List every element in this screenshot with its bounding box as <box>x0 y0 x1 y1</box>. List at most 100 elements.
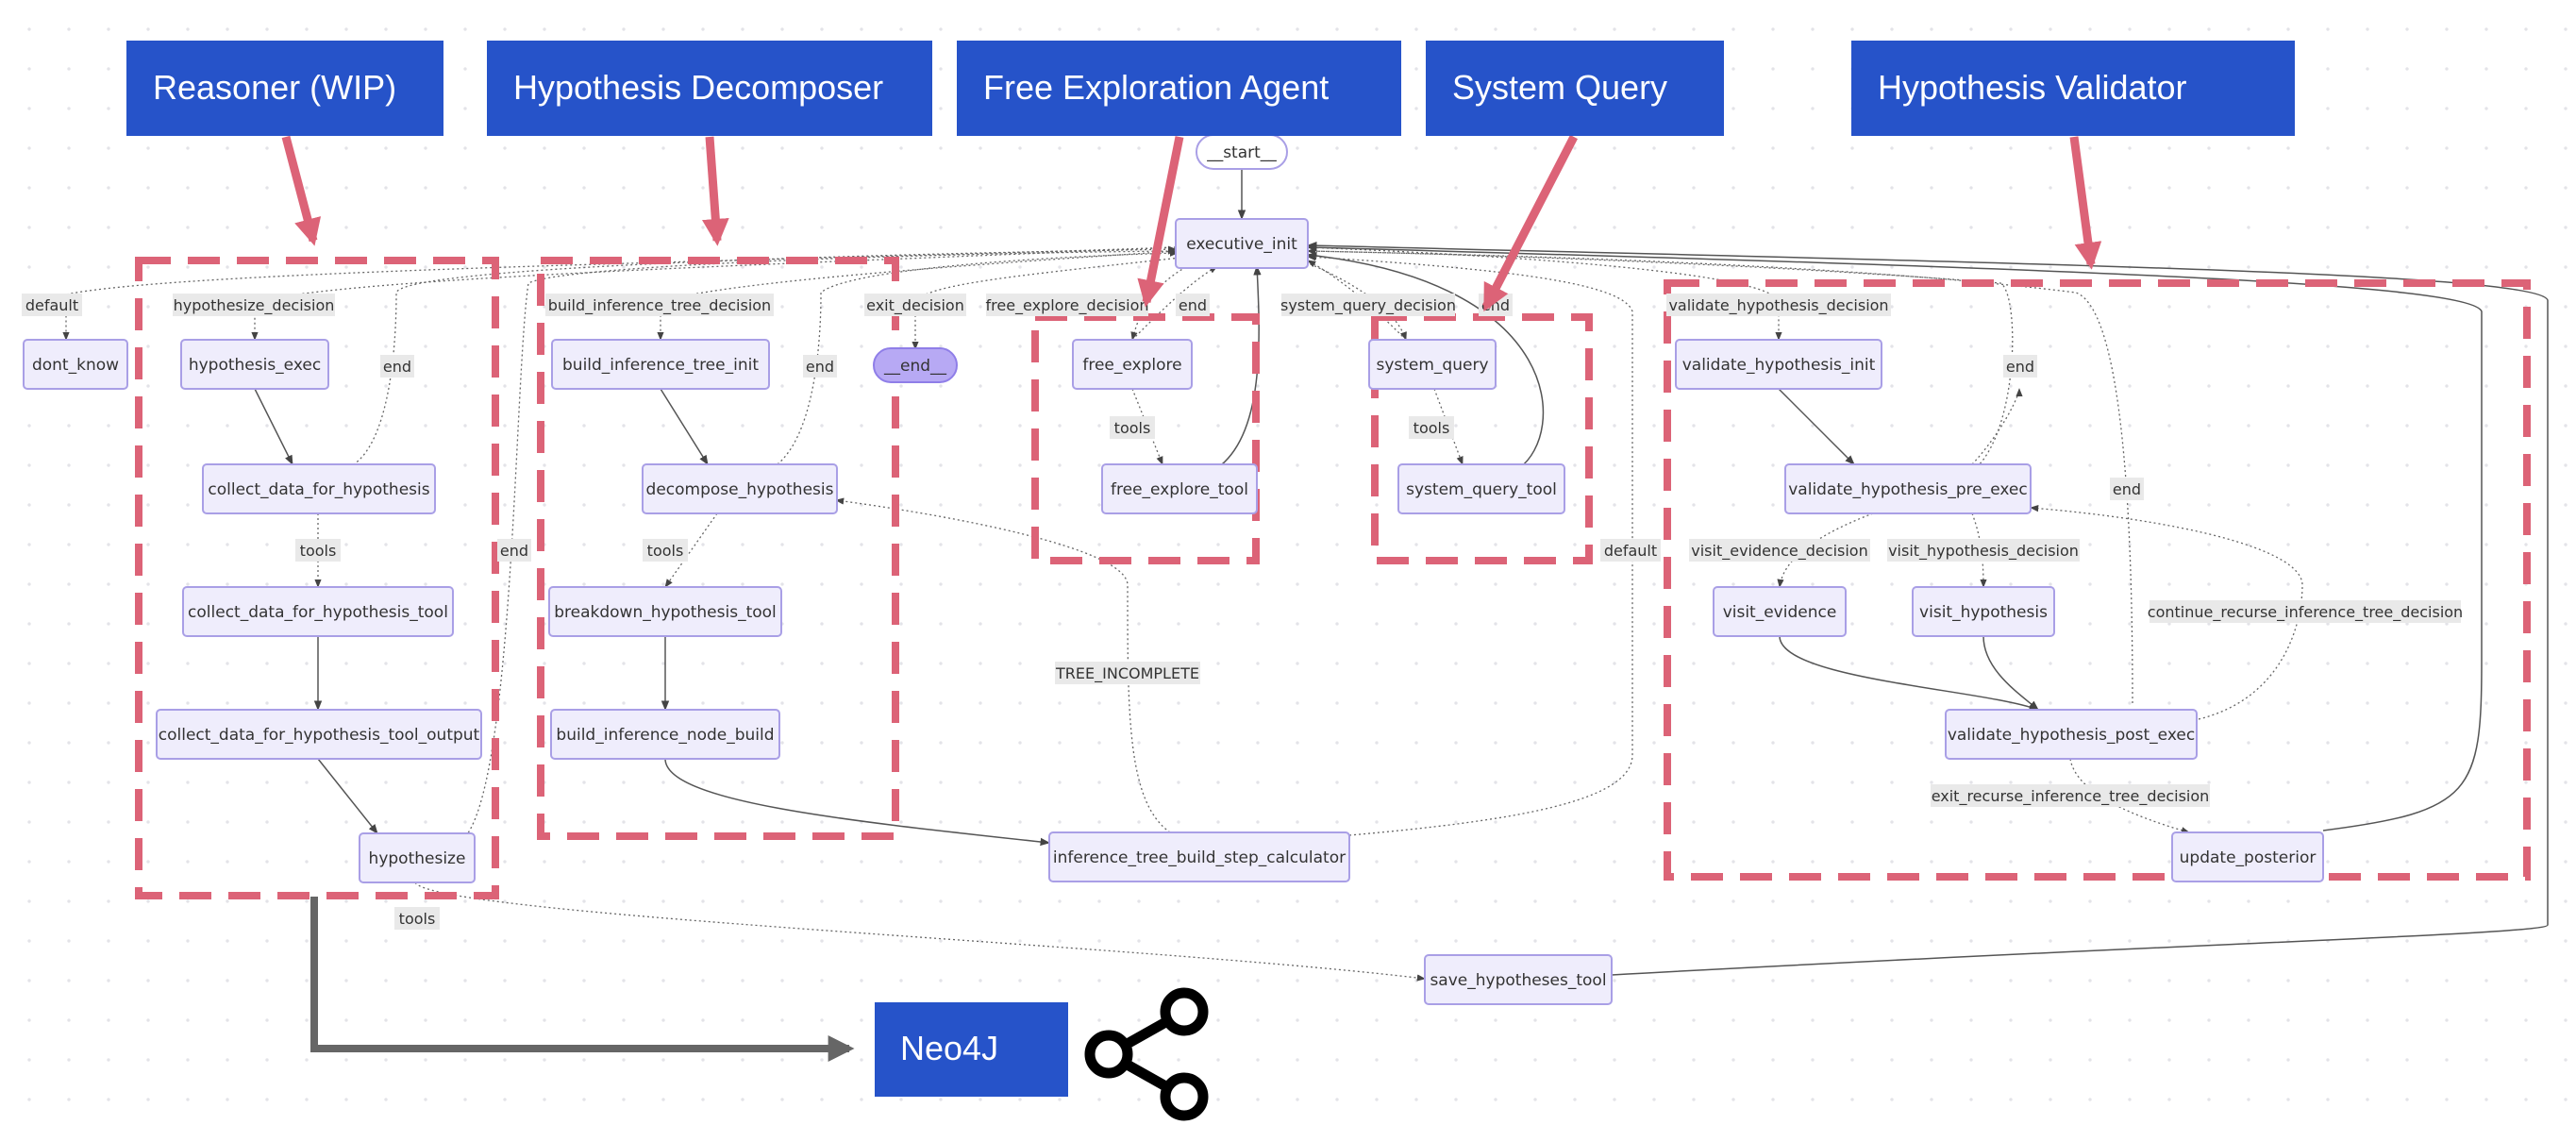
pointer-free-exploration <box>1137 136 1184 308</box>
svg-text:visit_hypothesis: visit_hypothesis <box>1919 603 2048 622</box>
svg-text:validate_hypothesis_init: validate_hypothesis_init <box>1682 356 1876 375</box>
node-build-inference-tree-init[interactable]: build_inference_tree_init <box>551 339 770 390</box>
edge-build-init-decompose <box>660 388 709 465</box>
svg-text:default: default <box>25 296 78 314</box>
label-default-left: default <box>22 294 82 316</box>
edge-post-continue <box>2030 505 2303 720</box>
pointer-system-query <box>1482 134 1578 312</box>
svg-text:exit_recurse_inference_tree_de: exit_recurse_inference_tree_decision <box>1932 787 2210 806</box>
svg-text:tools: tools <box>1413 419 1450 437</box>
node-hypothesize[interactable]: hypothesize <box>359 832 476 883</box>
svg-text:end: end <box>2113 480 2141 498</box>
group-decomposer <box>537 257 899 840</box>
svg-text:collect_data_for_hypothesis: collect_data_for_hypothesis <box>208 480 429 499</box>
group-validator <box>1664 279 2531 881</box>
node-inference-tree-build-step-calculator[interactable]: inference_tree_build_step_calculator <box>1048 831 1350 882</box>
node-collect-data-for-hypothesis-tool[interactable]: collect_data_for_hypothesis_tool <box>182 586 454 637</box>
edge-exec-system-query <box>1292 256 1407 341</box>
label-end-validator-post: end <box>2110 478 2144 500</box>
banner-decomposer: Hypothesis Decomposer <box>487 41 932 136</box>
edge-exec-hypothesis-exec <box>251 246 1177 341</box>
group-system-query <box>1371 313 1593 564</box>
svg-text:Free Exploration Agent: Free Exploration Agent <box>983 68 1329 107</box>
node-build-inference-node-build[interactable]: build_inference_node_build <box>550 709 780 760</box>
banner-neo4j: Neo4J <box>875 1002 1068 1097</box>
svg-text:validate_hypothesis_pre_exec: validate_hypothesis_pre_exec <box>1788 480 2028 499</box>
node-decompose-hypothesis[interactable]: decompose_hypothesis <box>642 463 838 514</box>
edge-save-tool-return <box>1306 242 2549 976</box>
label-tools-save: tools <box>394 907 440 930</box>
label-hypothesize-decision: hypothesize_decision <box>173 294 335 316</box>
node-visit-evidence[interactable]: visit_evidence <box>1713 586 1847 637</box>
svg-text:__start__: __start__ <box>1206 143 1277 162</box>
node-save-hypotheses-tool[interactable]: save_hypotheses_tool <box>1424 954 1613 1005</box>
label-build-inference-tree-decision: build_inference_tree_decision <box>545 294 774 316</box>
node-hypothesis-exec[interactable]: hypothesis_exec <box>180 339 329 390</box>
node-collect-data-for-hypothesis-tool-output[interactable]: collect_data_for_hypothesis_tool_output <box>156 709 482 760</box>
node-system-query-tool[interactable]: system_query_tool <box>1397 463 1565 514</box>
svg-text:free_explore_tool: free_explore_tool <box>1111 480 1248 499</box>
svg-text:breakdown_hypothesis_tool: breakdown_hypothesis_tool <box>554 603 777 622</box>
group-outlines <box>135 257 2531 899</box>
pointer-arrows <box>281 134 2102 312</box>
banners: Reasoner (WIP) Hypothesis Decomposer Fre… <box>126 41 2295 1097</box>
svg-text:save_hypotheses_tool: save_hypotheses_tool <box>1430 971 1606 990</box>
node-dont-know[interactable]: dont_know <box>23 339 128 390</box>
label-validate-hypothesis-decision: validate_hypothesis_decision <box>1666 294 1891 316</box>
node-visit-hypothesis[interactable]: visit_hypothesis <box>1912 586 2055 637</box>
edge-validate-init-pre <box>1778 388 1855 465</box>
label-visit-evidence-decision: visit_evidence_decision <box>1689 539 1870 562</box>
svg-text:visit_evidence: visit_evidence <box>1723 603 1837 622</box>
edge-update-posterior-return <box>1306 243 2483 831</box>
node-free-explore-tool[interactable]: free_explore_tool <box>1101 463 1258 514</box>
svg-text:validate_hypothesis_decision: validate_hypothesis_decision <box>1668 296 1888 315</box>
svg-text:free_explore: free_explore <box>1082 356 1181 375</box>
edge-system-end-return <box>1307 260 1407 341</box>
node-system-query[interactable]: system_query <box>1368 339 1497 390</box>
svg-text:end: end <box>500 542 528 560</box>
edge-exec-free-explore <box>1130 260 1199 341</box>
svg-text:free_explore_decision: free_explore_decision <box>986 296 1149 315</box>
banner-validator: Hypothesis Validator <box>1851 41 2295 136</box>
pointer-reasoner <box>281 135 322 246</box>
edge-free-explore-tool <box>1131 388 1163 465</box>
node-executive-init[interactable]: executive_init <box>1175 218 1309 269</box>
node-collect-data-for-hypothesis[interactable]: collect_data_for_hypothesis <box>202 463 436 514</box>
label-exit-recurse: exit_recurse_inference_tree_decision <box>1931 784 2210 807</box>
svg-text:end: end <box>806 358 834 376</box>
svg-text:Hypothesis Decomposer: Hypothesis Decomposer <box>513 68 883 107</box>
label-exit-decision: exit_decision <box>864 294 966 316</box>
nodes: __start__ executive_init dont_know hypot… <box>23 134 2324 1005</box>
svg-text:hypothesis_exec: hypothesis_exec <box>189 356 321 375</box>
edge-hypothesize-save <box>414 882 1426 982</box>
svg-text:Neo4J: Neo4J <box>900 1029 998 1067</box>
node-validate-hypothesis-pre-exec[interactable]: validate_hypothesis_pre_exec <box>1784 463 2032 514</box>
node-breakdown-hypothesis-tool[interactable]: breakdown_hypothesis_tool <box>548 586 782 637</box>
svg-text:TREE_INCOMPLETE: TREE_INCOMPLETE <box>1055 664 1199 683</box>
node-validate-hypothesis-init[interactable]: validate_hypothesis_init <box>1675 339 1882 390</box>
label-continue-recurse: continue_recurse_inference_tree_decision <box>2148 600 2463 623</box>
svg-text:validate_hypothesis_post_exec: validate_hypothesis_post_exec <box>1948 726 2195 745</box>
node-free-explore[interactable]: free_explore <box>1072 339 1193 390</box>
node-end: __end__ <box>873 347 958 383</box>
svg-text:build_inference_tree_decision: build_inference_tree_decision <box>548 296 771 315</box>
svg-text:build_inference_node_build: build_inference_node_build <box>556 726 774 745</box>
node-update-posterior[interactable]: update_posterior <box>2171 831 2324 882</box>
pointer-decomposer <box>701 136 729 246</box>
svg-text:end: end <box>383 358 411 376</box>
label-tools-decomposer: tools <box>643 539 688 562</box>
svg-text:hypothesize_decision: hypothesize_decision <box>174 296 335 315</box>
svg-text:tools: tools <box>1114 419 1151 437</box>
edge-free-tool-return <box>1216 264 1262 469</box>
svg-text:Reasoner (WIP): Reasoner (WIP) <box>153 68 396 107</box>
node-validate-hypothesis-post-exec[interactable]: validate_hypothesis_post_exec <box>1945 709 2198 760</box>
edge-reasoner-end-return <box>348 245 1177 468</box>
edge-visit-evidence-post <box>1779 635 2039 711</box>
svg-text:hypothesize: hypothesize <box>369 849 466 868</box>
svg-text:collect_data_for_hypothesis_to: collect_data_for_hypothesis_tool <box>188 603 448 622</box>
svg-text:__end__: __end__ <box>883 357 947 376</box>
edge-output-hypothesize <box>317 758 378 834</box>
svg-text:system_query_decision: system_query_decision <box>1280 296 1456 315</box>
svg-text:tools: tools <box>399 910 436 928</box>
